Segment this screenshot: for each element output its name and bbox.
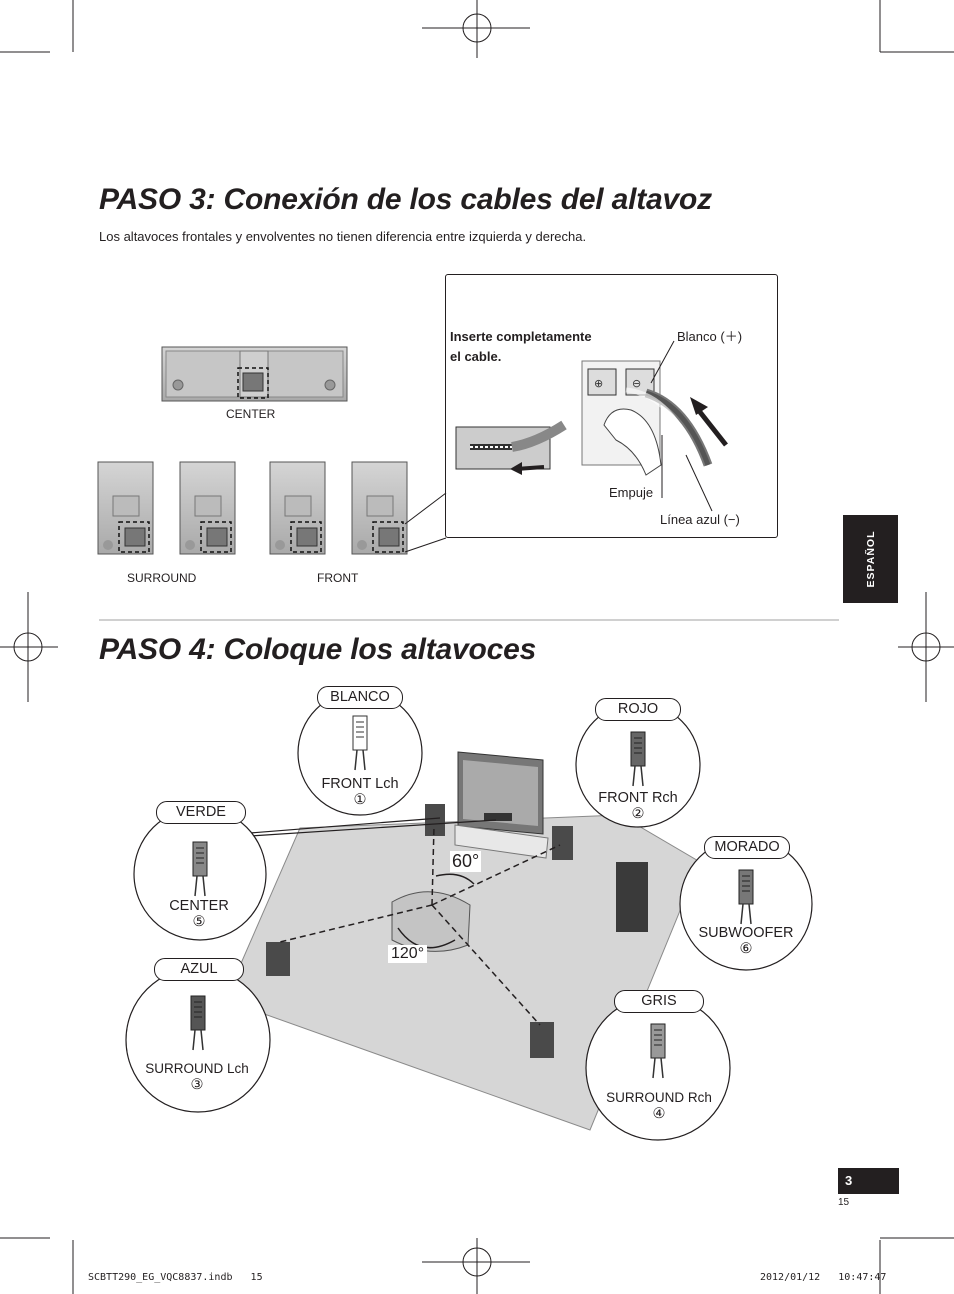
tag-morado: MORADO bbox=[704, 836, 790, 859]
num-surround-rch: ④ bbox=[652, 1106, 666, 1122]
front-left-speaker bbox=[425, 804, 445, 836]
angle-60-label: 60° bbox=[450, 851, 482, 872]
surround-right-speaker bbox=[530, 1022, 554, 1058]
angle-120-label: 120° bbox=[388, 945, 428, 963]
surround-speaker-panel-2 bbox=[179, 461, 236, 555]
plug-icon-front-rch bbox=[630, 731, 646, 787]
label-subwoofer: SUBWOOFER bbox=[698, 925, 794, 941]
language-tab-label: ESPAÑOL bbox=[864, 530, 877, 588]
footer-timestamp: 2012/01/12 10:47:47 bbox=[760, 1272, 887, 1283]
label-front-rch: FRONT Rch bbox=[598, 790, 678, 806]
insert-instruction-line2: el cable. bbox=[450, 349, 502, 364]
num-front-rch: ② bbox=[631, 806, 645, 822]
insert-instruction-line1: Inserte completamente bbox=[450, 329, 592, 344]
push-label: Empuje bbox=[609, 485, 654, 500]
plug-icon-front-lch bbox=[352, 715, 368, 771]
plug-icon-surround-rch bbox=[650, 1023, 666, 1079]
label-surround: SURROUND bbox=[127, 571, 197, 585]
white-plus-label: Blanco (＋) bbox=[677, 329, 743, 344]
section-divider bbox=[99, 619, 839, 621]
page-badge: 3 bbox=[838, 1168, 899, 1194]
svg-text:⊕: ⊕ bbox=[594, 377, 603, 390]
page-number-small: 15 bbox=[838, 1197, 850, 1208]
tag-verde: VERDE bbox=[156, 801, 246, 824]
tag-gris: GRIS bbox=[614, 990, 704, 1013]
label-surround-rch: SURROUND Rch bbox=[606, 1090, 712, 1105]
footer-file: SCBTT290_EG_VQC8837.indb 15 bbox=[88, 1272, 263, 1283]
listening-chair bbox=[391, 891, 471, 952]
front-right-speaker bbox=[552, 826, 573, 860]
front-speaker-panel-1 bbox=[269, 461, 326, 555]
svg-text:⊖: ⊖ bbox=[632, 377, 641, 390]
label-center-conn: CENTER bbox=[169, 898, 229, 914]
num-surround-lch: ③ bbox=[190, 1077, 204, 1093]
subwoofer bbox=[616, 862, 648, 932]
num-center: ⑤ bbox=[192, 914, 206, 930]
tag-azul: AZUL bbox=[154, 958, 244, 981]
label-center: CENTER bbox=[226, 407, 276, 421]
label-surround-lch: SURROUND Lch bbox=[145, 1061, 249, 1076]
step3-title: PASO 3: Conexión de los cables del altav… bbox=[99, 183, 712, 216]
plug-icon-center bbox=[192, 841, 208, 897]
language-tab: ESPAÑOL bbox=[843, 515, 898, 603]
cable-insertion-illustration: ⊕ ⊖ bbox=[455, 340, 728, 512]
surround-left-speaker bbox=[266, 942, 290, 976]
plug-icon-subwoofer bbox=[738, 869, 754, 925]
center-speaker-panel bbox=[161, 346, 348, 402]
blue-minus-label: Línea azul (−) bbox=[660, 512, 740, 527]
tag-rojo: ROJO bbox=[595, 698, 681, 721]
front-speaker-panel-2 bbox=[351, 461, 408, 555]
num-subwoofer: ⑥ bbox=[739, 941, 753, 957]
label-front: FRONT bbox=[317, 571, 359, 585]
tag-blanco: BLANCO bbox=[317, 686, 403, 709]
plug-icon-surround-lch bbox=[190, 995, 206, 1051]
surround-speaker-panel-1 bbox=[97, 461, 154, 555]
step4-title: PASO 4: Coloque los altavoces bbox=[99, 633, 537, 666]
cable-detail-box: ⊕ ⊖ Inserte completamente el cable. Blan… bbox=[445, 274, 778, 538]
label-front-lch: FRONT Lch bbox=[321, 776, 399, 792]
tv-set bbox=[454, 751, 549, 859]
num-front-lch: ① bbox=[353, 792, 367, 808]
step3-intro: Los altavoces frontales y envolventes no… bbox=[99, 229, 587, 244]
